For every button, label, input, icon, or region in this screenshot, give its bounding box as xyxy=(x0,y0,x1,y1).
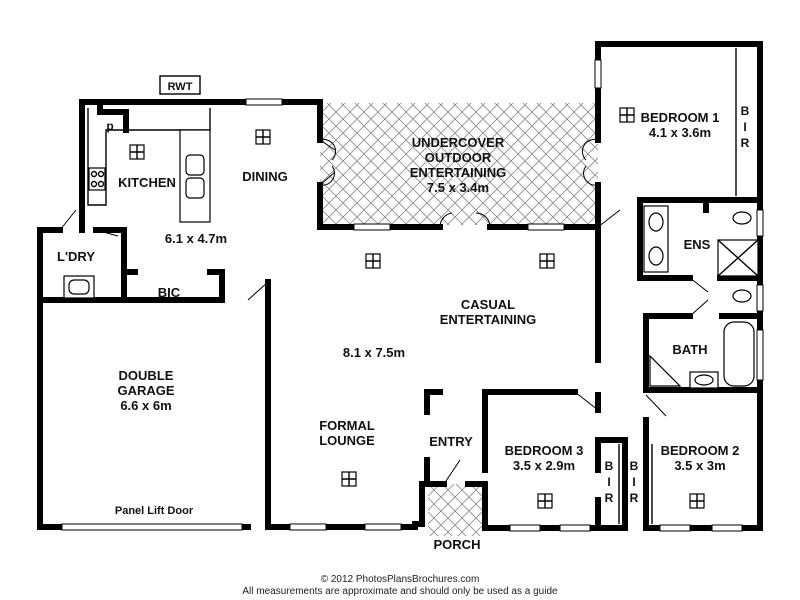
bir3-b: B xyxy=(605,459,614,473)
garage-label-line2: GARAGE xyxy=(117,383,174,398)
bedroom1-label: BEDROOM 1 xyxy=(641,110,720,125)
dining-label: DINING xyxy=(242,169,288,184)
panel-lift-door-label: Panel Lift Door xyxy=(115,505,194,517)
light-symbols xyxy=(129,107,705,509)
porch-hatch xyxy=(428,484,484,536)
laundry-label: L'DRY xyxy=(57,249,95,264)
kitchen-fixtures xyxy=(63,108,211,299)
bedroom2-size: 3.5 x 3m xyxy=(674,458,725,473)
windows xyxy=(61,59,764,532)
bir2-r: R xyxy=(630,491,639,505)
outdoor-deck-hatch xyxy=(320,103,598,225)
bir1-r: R xyxy=(741,136,750,150)
bir3-r: R xyxy=(605,491,614,505)
casual-label-line2: ENTERTAINING xyxy=(440,312,537,327)
bir1-b: B xyxy=(741,104,750,118)
entry-label: ENTRY xyxy=(429,434,473,449)
bir3-i: I xyxy=(607,475,610,489)
bathroom-fixtures xyxy=(643,205,759,389)
formal-label-line2: LOUNGE xyxy=(319,433,375,448)
disclaimer-text: All measurements are approximate and sho… xyxy=(242,586,558,597)
bir2-i: I xyxy=(632,475,635,489)
doors xyxy=(59,138,709,485)
robes xyxy=(618,48,737,524)
kitchen-label: KITCHEN xyxy=(118,175,176,190)
outdoor-size: 7.5 x 3.4m xyxy=(427,180,489,195)
ens-label: ENS xyxy=(684,237,711,252)
copyright-text: © 2012 PhotosPlansBrochures.com xyxy=(321,574,480,585)
bir1-i: I xyxy=(743,120,746,134)
garage-size: 6.6 x 6m xyxy=(120,398,171,413)
outdoor-label-line2: OUTDOOR xyxy=(425,150,492,165)
formal-label-line1: FORMAL xyxy=(319,418,375,433)
kitchen-dining-size: 6.1 x 4.7m xyxy=(165,231,227,246)
bedroom3-size: 3.5 x 2.9m xyxy=(513,458,575,473)
bir2-b: B xyxy=(630,459,639,473)
bic-label: BIC xyxy=(158,285,181,300)
living-size: 8.1 x 7.5m xyxy=(343,345,405,360)
rwt-box xyxy=(159,75,201,95)
outdoor-label-line1: UNDERCOVER xyxy=(412,135,505,150)
bedroom3-label: BEDROOM 3 xyxy=(505,443,584,458)
pantry-label: p xyxy=(106,119,113,133)
rwt-label: RWT xyxy=(168,81,193,93)
casual-label-line1: CASUAL xyxy=(461,297,515,312)
bath-label: BATH xyxy=(672,342,707,357)
bedroom1-size: 4.1 x 3.6m xyxy=(649,125,711,140)
garage-label-line1: DOUBLE xyxy=(119,368,174,383)
porch-label: PORCH xyxy=(434,537,481,552)
bedroom2-label: BEDROOM 2 xyxy=(661,443,740,458)
outdoor-label-line3: ENTERTAINING xyxy=(410,165,507,180)
